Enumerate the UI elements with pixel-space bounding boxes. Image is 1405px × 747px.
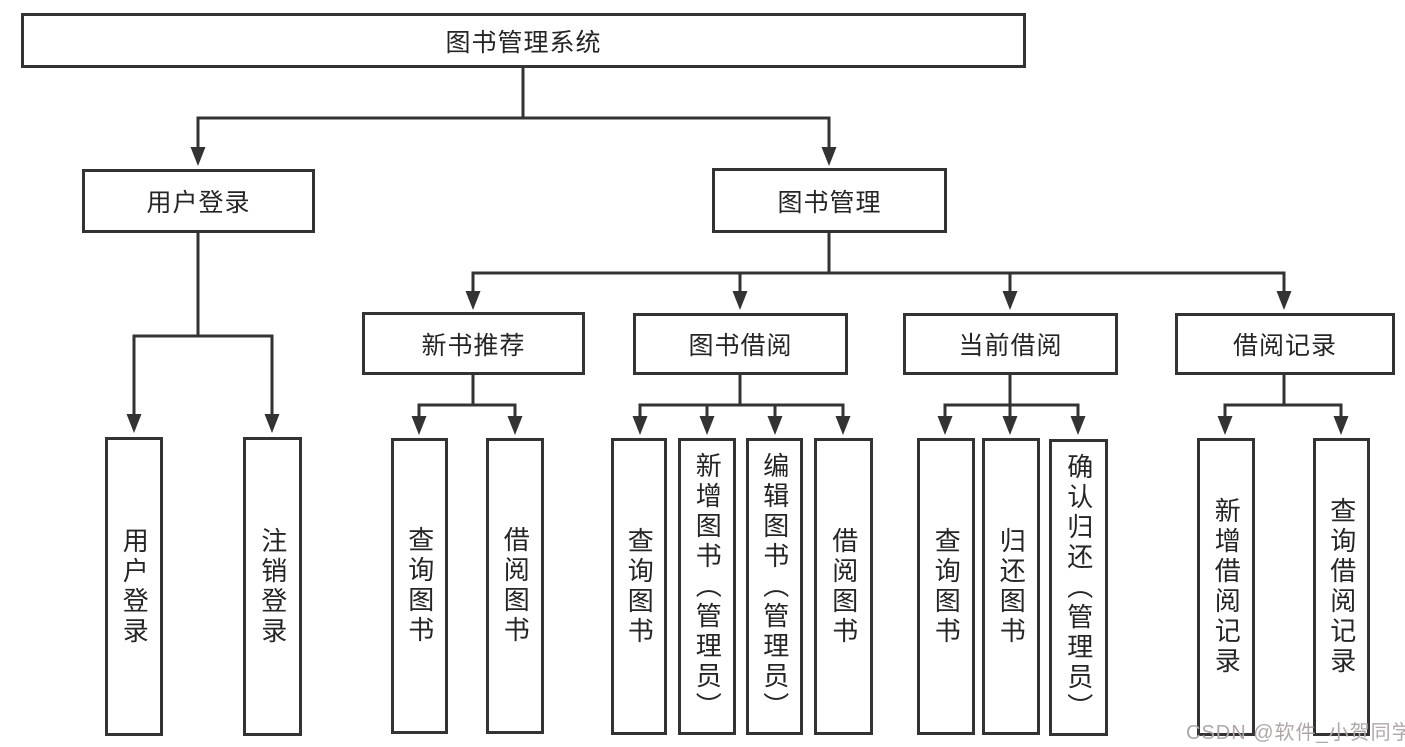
leaf-borrow-books: 借阅图书 <box>486 438 544 734</box>
node-label: 图书管理系统 <box>445 28 602 57</box>
leaf-query-borrow-record: 查询借阅记录 <box>1313 438 1370 736</box>
node-label: 用户登录 <box>119 526 150 647</box>
node-book-borrowing: 图书借阅 <box>633 313 848 375</box>
arrowhead-borrow-record <box>1276 291 1292 310</box>
node-label: 当前借阅 <box>958 332 1063 360</box>
node-label: 图书借阅 <box>688 332 793 360</box>
arrowhead-leaf <box>1217 416 1233 435</box>
arrowhead-leaf <box>126 414 142 433</box>
leaf-return-books: 归还图书 <box>982 438 1040 735</box>
connector-userlogin-to-leaves <box>132 231 274 416</box>
node-current-borrowing: 当前借阅 <box>903 313 1118 375</box>
node-label: 借阅记录 <box>1232 332 1337 360</box>
arrowhead-current-borrow <box>1002 291 1018 310</box>
arrowhead-leaf <box>937 416 953 435</box>
arrowhead-leaf <box>1070 416 1086 435</box>
node-label: 查询借阅记录 <box>1326 497 1357 677</box>
leaf-user-login: 用户登录 <box>105 437 163 736</box>
node-label: 新增借阅记录 <box>1211 497 1242 677</box>
connector-bookborrow-to-leaves <box>638 373 845 418</box>
arrowhead-leaf <box>1333 416 1349 435</box>
arrowhead-leaf <box>1002 416 1018 435</box>
arrowhead-leaf <box>835 416 851 435</box>
csdn-watermark: CSDN @软件_小贺同学 <box>1186 722 1405 744</box>
leaf-query-books: 查询图书 <box>611 438 667 735</box>
leaf-borrow-books: 借阅图书 <box>814 438 873 735</box>
node-book-management: 图书管理 <box>712 168 947 233</box>
arrowhead-book-borrow <box>732 291 748 310</box>
node-label: 新书推荐 <box>421 331 526 360</box>
arrowhead-book-management <box>821 147 837 166</box>
connector-borrowrecord-to-leaves <box>1223 373 1343 418</box>
node-label: 查询图书 <box>931 526 962 647</box>
arrowhead-leaf <box>632 416 648 435</box>
connector-currentborrow-to-leaves <box>943 373 1080 418</box>
node-label: 图书管理 <box>777 188 882 217</box>
node-label: 注销登录 <box>257 526 288 647</box>
leaf-logout: 注销登录 <box>243 437 302 736</box>
node-label: 用户登录 <box>146 189 251 217</box>
leaf-query-books: 查询图书 <box>391 438 448 734</box>
connector-newbook-to-leaves <box>417 373 517 418</box>
leaf-add-books-admin: 新增图书（管理员） <box>678 438 736 735</box>
node-label: 借阅图书 <box>500 526 531 646</box>
node-label: 归还图书 <box>996 526 1027 647</box>
connector-root-to-level2 <box>196 66 831 149</box>
node-label: 确认归还（管理员） <box>1063 452 1094 723</box>
node-label: 查询图书 <box>624 526 655 647</box>
node-library-management-system: 图书管理系统 <box>21 13 1026 68</box>
node-label: 借阅图书 <box>828 526 859 647</box>
arrowhead-leaf <box>767 416 783 435</box>
node-new-book-recommendation: 新书推荐 <box>362 312 585 375</box>
connector-bookmgmt-to-level3 <box>471 231 1286 293</box>
arrowhead-leaf <box>507 416 523 435</box>
arrowhead-new-book <box>465 291 481 310</box>
arrowhead-leaf <box>699 416 715 435</box>
arrowhead-user-login <box>190 147 206 166</box>
leaf-query-books: 查询图书 <box>917 438 975 735</box>
node-label: 新增图书（管理员） <box>692 451 723 722</box>
leaf-add-borrow-record: 新增借阅记录 <box>1197 438 1255 736</box>
node-user-login: 用户登录 <box>82 169 315 233</box>
node-borrowing-records: 借阅记录 <box>1175 313 1395 375</box>
node-label: 查询图书 <box>404 526 435 646</box>
leaf-confirm-return-admin: 确认归还（管理员） <box>1049 439 1108 736</box>
leaf-edit-books-admin: 编辑图书（管理员） <box>746 438 803 735</box>
node-label: 编辑图书（管理员） <box>759 451 790 722</box>
arrowhead-leaf <box>411 416 427 435</box>
arrowhead-leaf <box>264 414 280 433</box>
